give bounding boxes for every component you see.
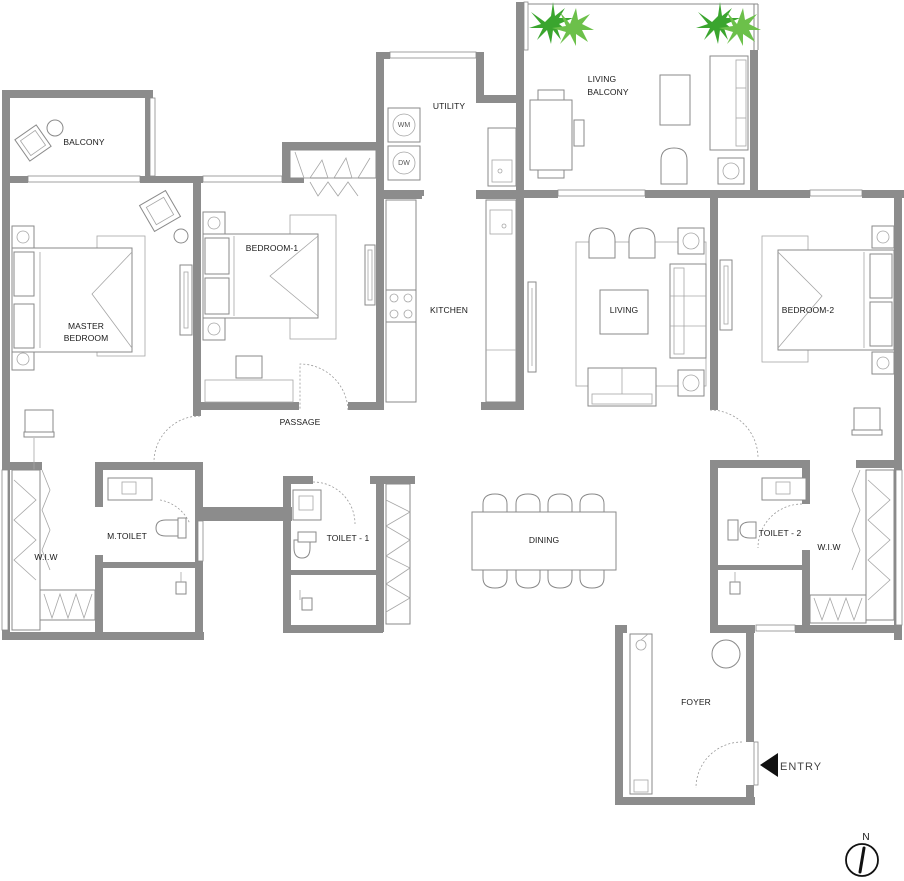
- label-wiw-left: W.I.W: [34, 552, 57, 562]
- entry-arrow-icon: [760, 753, 778, 777]
- label-master-toilet: M.TOILET: [107, 531, 147, 541]
- label-washing-machine: WM: [398, 122, 411, 129]
- room-labels: BALCONY MASTER BEDROOM BEDROOM-1 UTILITY…: [34, 74, 840, 707]
- label-bedroom-1: BEDROOM-1: [246, 243, 299, 253]
- label-wiw-right: W.I.W: [817, 542, 840, 552]
- label-dishwasher: DW: [398, 160, 410, 167]
- label-kitchen: KITCHEN: [430, 305, 468, 315]
- label-toilet-2: TOILET - 2: [759, 528, 802, 538]
- label-bedroom-2: BEDROOM-2: [782, 305, 835, 315]
- label-balcony: BALCONY: [63, 137, 105, 147]
- label-dining: DINING: [529, 535, 559, 545]
- windows: [1, 1, 903, 786]
- label-passage: PASSAGE: [280, 417, 321, 427]
- entry-marker: ENTRY: [760, 753, 822, 777]
- appliance-labels: WM DW: [398, 122, 411, 167]
- plant-left: [529, 2, 594, 46]
- north-compass-icon: N: [845, 832, 879, 877]
- label-toilet-1: TOILET - 1: [327, 533, 370, 543]
- label-living-balcony-1: LIVING: [588, 74, 616, 84]
- entry-label: ENTRY: [780, 761, 822, 773]
- furniture: [11, 2, 895, 795]
- walls: [2, 2, 904, 805]
- label-living-balcony-2: BALCONY: [587, 87, 629, 97]
- compass-label: N: [862, 832, 869, 843]
- door-swings: [153, 363, 803, 789]
- label-utility: UTILITY: [433, 101, 466, 111]
- label-foyer: FOYER: [681, 697, 711, 707]
- plant-right: [696, 2, 761, 46]
- label-master-bedroom-2: BEDROOM: [64, 333, 109, 343]
- label-living: LIVING: [610, 305, 638, 315]
- label-master-bedroom-1: MASTER: [68, 321, 104, 331]
